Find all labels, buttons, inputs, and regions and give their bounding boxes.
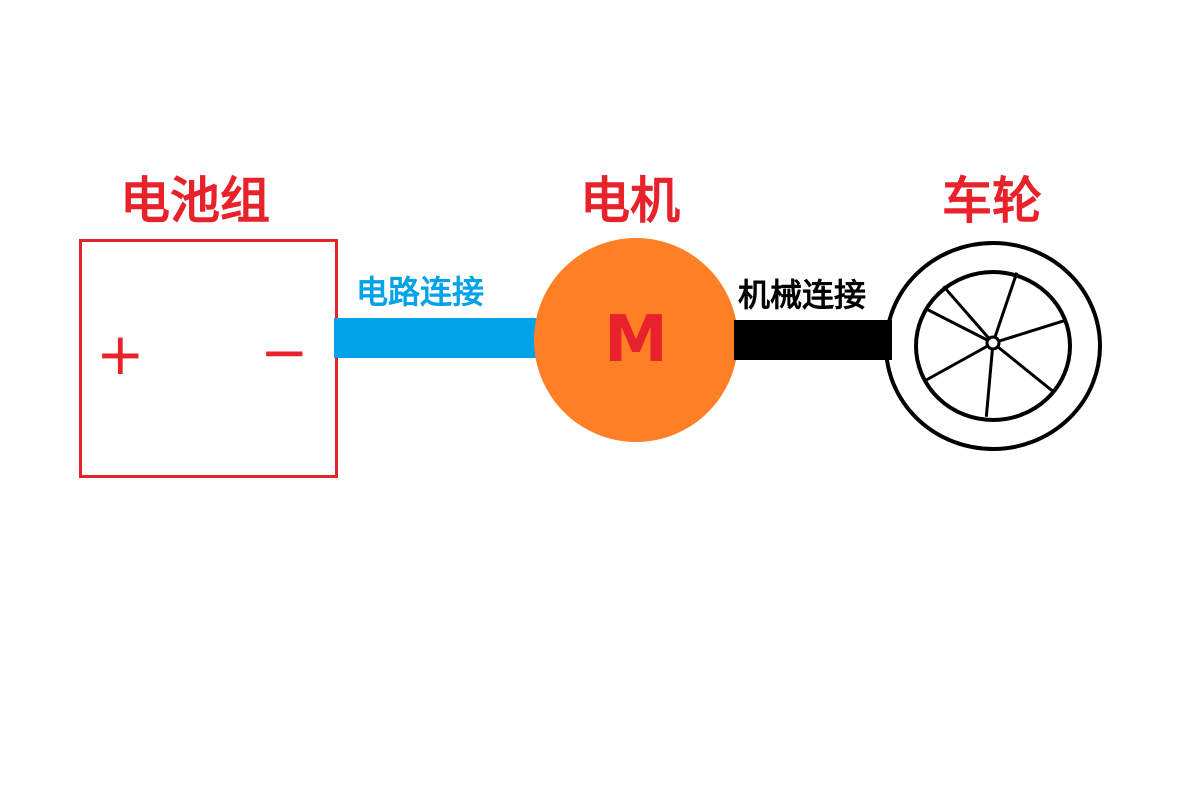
wheel-spoke bbox=[992, 318, 1067, 345]
wheel-icon bbox=[884, 241, 1102, 451]
battery-title: 电池组 bbox=[120, 172, 270, 230]
wheel-spoke bbox=[992, 341, 1053, 392]
motor-symbol: M bbox=[604, 303, 668, 377]
wheel-hub bbox=[985, 335, 1001, 351]
wheel-spoke bbox=[942, 285, 995, 344]
mechanical-connection-label: 机械连接 bbox=[738, 276, 867, 314]
battery-negative-terminal: − bbox=[260, 318, 309, 386]
wheel-title: 车轮 bbox=[942, 172, 1042, 230]
mechanical-connection-bar bbox=[734, 320, 892, 360]
battery-box bbox=[79, 239, 338, 478]
battery-positive-terminal: + bbox=[96, 320, 145, 388]
motor-title: 电机 bbox=[580, 172, 680, 230]
wheel-spoke bbox=[984, 342, 995, 417]
wheel-spoke bbox=[925, 341, 994, 382]
electrical-connection-label: 电路连接 bbox=[356, 273, 485, 311]
electrical-connection-bar bbox=[334, 318, 540, 358]
wheel-spoke bbox=[991, 272, 1019, 344]
motor-circle: M bbox=[534, 238, 738, 442]
wheel-rim bbox=[914, 270, 1072, 422]
wheel-spoke bbox=[924, 306, 994, 345]
wheel-tire bbox=[884, 241, 1102, 451]
wheel-spokes bbox=[924, 272, 1067, 417]
